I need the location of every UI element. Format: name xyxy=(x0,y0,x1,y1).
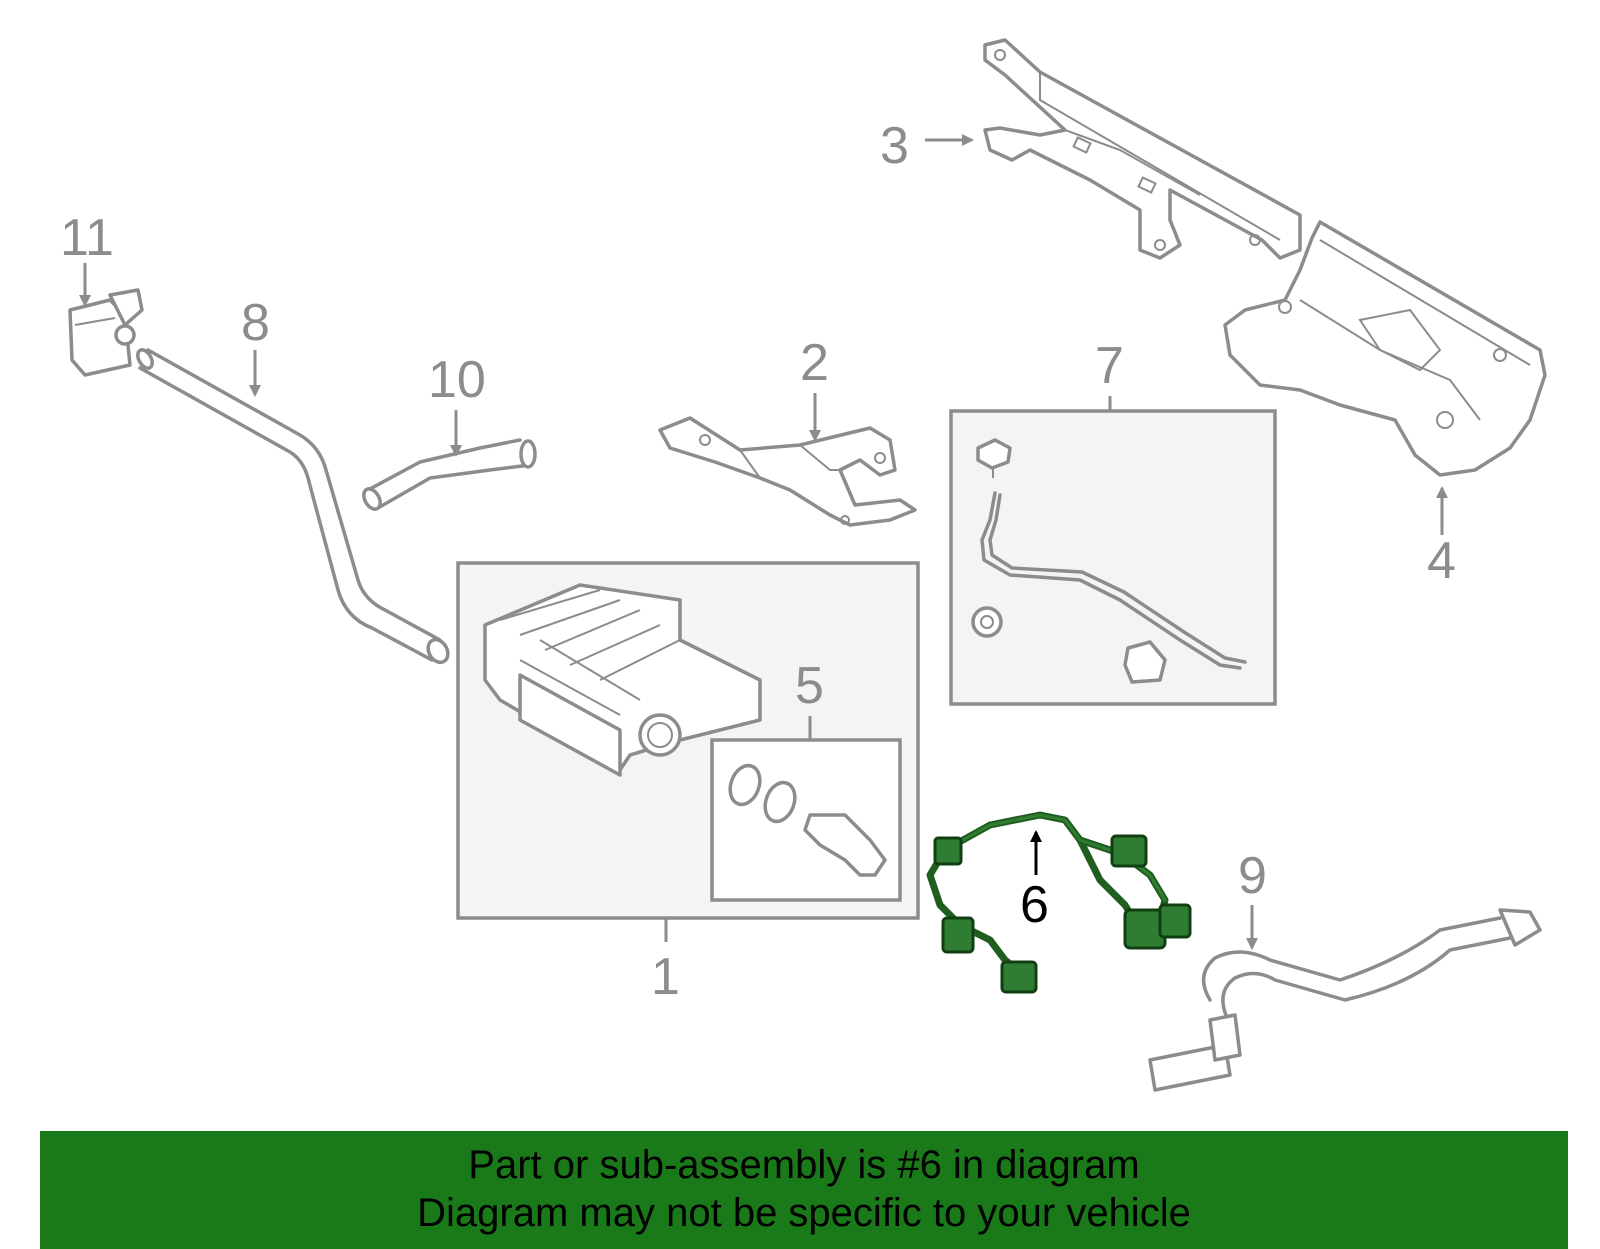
part-6-wiring-harness xyxy=(926,811,1192,994)
callout-7: 7 xyxy=(1095,337,1124,395)
part-2-bracket xyxy=(658,416,917,527)
part-1-canister xyxy=(483,583,762,777)
callout-4: 4 xyxy=(1427,532,1456,590)
part-7-box xyxy=(949,409,1277,706)
harness-connector-4 xyxy=(1110,834,1148,868)
part-9-hose xyxy=(1148,908,1542,1092)
part-11-clip xyxy=(68,288,144,377)
callout-3: 3 xyxy=(880,117,909,175)
callout-5: 5 xyxy=(795,657,824,715)
callout-2: 2 xyxy=(800,334,829,392)
leader-lines xyxy=(79,134,1448,950)
callout-8: 8 xyxy=(241,294,270,352)
info-banner: Part or sub-assembly is #6 in diagram Di… xyxy=(40,1131,1568,1249)
callout-6: 6 xyxy=(1020,876,1049,934)
harness-connector-3 xyxy=(1000,960,1038,994)
part-3-bracket xyxy=(983,38,1302,260)
part-4-heat-shield xyxy=(1223,220,1547,477)
harness-connector-2 xyxy=(941,916,975,954)
banner-part-note: Part or sub-assembly is #6 in diagram xyxy=(468,1143,1140,1187)
harness-connector-6 xyxy=(1158,903,1192,939)
part-8-vent-pipe xyxy=(136,348,450,665)
callout-11: 11 xyxy=(60,209,114,267)
banner-disclaimer: Diagram may not be specific to your vehi… xyxy=(417,1191,1191,1235)
harness-connector-1 xyxy=(933,836,963,866)
part-5-seals-valve xyxy=(728,763,887,877)
part-1-box xyxy=(456,561,920,920)
part-7-hose-kit xyxy=(971,438,1247,684)
part-10-hose xyxy=(362,438,537,511)
callout-1: 1 xyxy=(651,948,680,1006)
callout-10: 10 xyxy=(428,351,486,409)
callout-9: 9 xyxy=(1238,847,1267,905)
